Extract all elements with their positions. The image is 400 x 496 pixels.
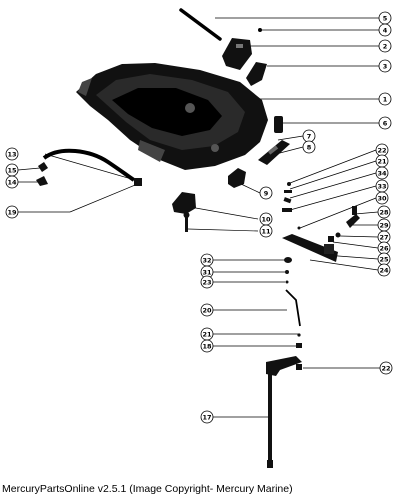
- callout-label: 2: [383, 43, 388, 51]
- callout-label: 7: [307, 133, 312, 141]
- callout-label: 10: [261, 216, 271, 224]
- part-grommet: [274, 116, 283, 133]
- callout-circle: [378, 23, 392, 37]
- callout-circle: [5, 175, 19, 189]
- callout-label: 21: [377, 158, 387, 166]
- part-shift-link: [285, 289, 301, 327]
- part-clip: [134, 178, 142, 186]
- callout-circle: [377, 205, 391, 219]
- part-bracket: [172, 192, 196, 214]
- callout-label: 28: [379, 209, 389, 217]
- leader-lines: [17, 17, 380, 418]
- callout-label: 13: [7, 151, 16, 159]
- callout-circle: [200, 410, 214, 424]
- callout-circle: [200, 339, 214, 353]
- callout-label: 22: [377, 147, 386, 155]
- callout-label: 14: [7, 179, 17, 187]
- callout-label: 3: [383, 63, 388, 71]
- callout-circle: [5, 147, 19, 161]
- callout-circle: [302, 140, 316, 154]
- part-bracket-block: [222, 38, 252, 70]
- part-hose: [42, 148, 136, 182]
- part-shift-shaft: [266, 356, 302, 468]
- callout-label: 20: [202, 307, 212, 315]
- callout-label: 29: [379, 222, 389, 230]
- callout-circle: [375, 166, 389, 180]
- callout-circle: [378, 116, 392, 130]
- callout-label: 4: [383, 27, 388, 35]
- callout-circle: [377, 263, 391, 277]
- callout-label: 24: [379, 267, 389, 275]
- callout-label: 25: [379, 256, 389, 264]
- part-latch-lever: [258, 140, 290, 165]
- callout-label: 33: [377, 183, 386, 191]
- callout-circle: [200, 275, 214, 289]
- callout-circle: [378, 92, 392, 106]
- copyright-footer: MercuryPartsOnline v2.5.1 (Image Copyrig…: [2, 483, 293, 495]
- callout-label: 17: [202, 414, 211, 422]
- callout-label: 19: [7, 209, 17, 217]
- part-shift-lever: [282, 234, 338, 262]
- callout-label: 5: [383, 15, 388, 23]
- callout-circle: [259, 186, 273, 200]
- callout-label: 8: [307, 144, 312, 152]
- callouts: [5, 11, 393, 424]
- callout-label: 21: [202, 331, 212, 339]
- callout-circle: [5, 205, 19, 219]
- callout-label: 22: [381, 365, 390, 373]
- callout-label: 11: [261, 228, 271, 236]
- callout-label: 23: [202, 279, 211, 287]
- part-screw-small: [258, 28, 262, 32]
- part-hardware-stack: [282, 182, 301, 230]
- callout-circle: [379, 361, 393, 375]
- callout-label: 6: [383, 120, 388, 128]
- callout-label: 31: [202, 269, 212, 277]
- callout-label: 27: [379, 234, 388, 242]
- part-latch-block: [228, 168, 246, 188]
- part-bolt: [185, 216, 188, 232]
- callout-label: 18: [202, 343, 212, 351]
- callout-label: 30: [377, 195, 387, 203]
- callout-circle: [200, 303, 214, 317]
- callout-label: 34: [377, 170, 387, 178]
- callout-label: 15: [7, 167, 17, 175]
- callout-circle: [378, 39, 392, 53]
- callout-label: 32: [202, 257, 211, 265]
- callout-label: 26: [379, 245, 389, 253]
- part-pad: [246, 62, 267, 86]
- callout-circle: [375, 191, 389, 205]
- callout-circle: [378, 59, 392, 73]
- callout-label: 9: [264, 190, 269, 198]
- callout-circle: [259, 224, 273, 238]
- part-washers: [284, 257, 292, 284]
- part-bottom-cowl: [76, 63, 268, 170]
- part-rod: [179, 8, 222, 41]
- callout-label: 1: [383, 96, 388, 104]
